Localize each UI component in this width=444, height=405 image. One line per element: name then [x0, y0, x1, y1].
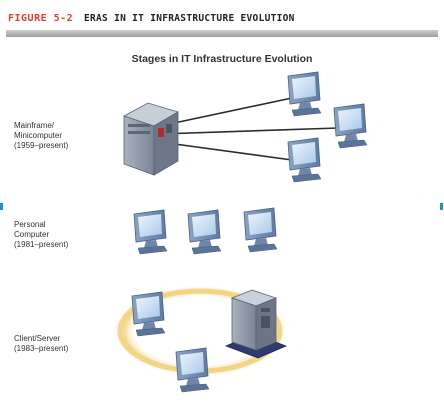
stage-label-line: Client/Server	[14, 334, 61, 343]
monitor-icon	[187, 209, 222, 255]
accent-tick-right	[440, 203, 443, 210]
header-rule	[6, 30, 438, 37]
stage-label-line: Mainframe/	[14, 121, 55, 130]
accent-tick-left	[0, 203, 3, 210]
stage-label-line: (1983–present)	[14, 344, 69, 353]
diagram-subtitle: Stages in IT Infrastructure Evolution	[131, 53, 313, 65]
monitor-icon	[175, 347, 210, 393]
monitor-icon	[287, 71, 322, 117]
mainframe-links	[159, 97, 339, 161]
mainframe-icon	[122, 102, 179, 176]
monitor-icon	[333, 103, 368, 149]
monitor-icon	[243, 207, 278, 253]
figure-number: FIGURE 5-2	[8, 12, 74, 24]
stage-label-personal-computer: Personal Computer (1981–present)	[14, 220, 68, 250]
stage-label-line: (1959–present)	[14, 141, 69, 150]
monitor-icon	[133, 209, 168, 255]
stage-label-line: (1981–present)	[14, 240, 69, 249]
figure-title: ERAS IN IT INFRASTRUCTURE EVOLUTION	[84, 12, 295, 24]
figure-header: FIGURE 5-2 ERAS IN IT INFRASTRUCTURE EVO…	[8, 10, 438, 26]
stage-label-line: Minicomputer	[14, 131, 63, 140]
server-icon	[224, 289, 288, 359]
stage-label-mainframe: Mainframe/ Minicomputer (1959–present)	[14, 121, 68, 151]
stage-label-client-server: Client/Server (1983–present)	[14, 334, 68, 354]
monitor-icon	[287, 137, 322, 183]
stage-label-line: Computer	[14, 230, 50, 239]
stage-label-line: Personal	[14, 220, 46, 229]
